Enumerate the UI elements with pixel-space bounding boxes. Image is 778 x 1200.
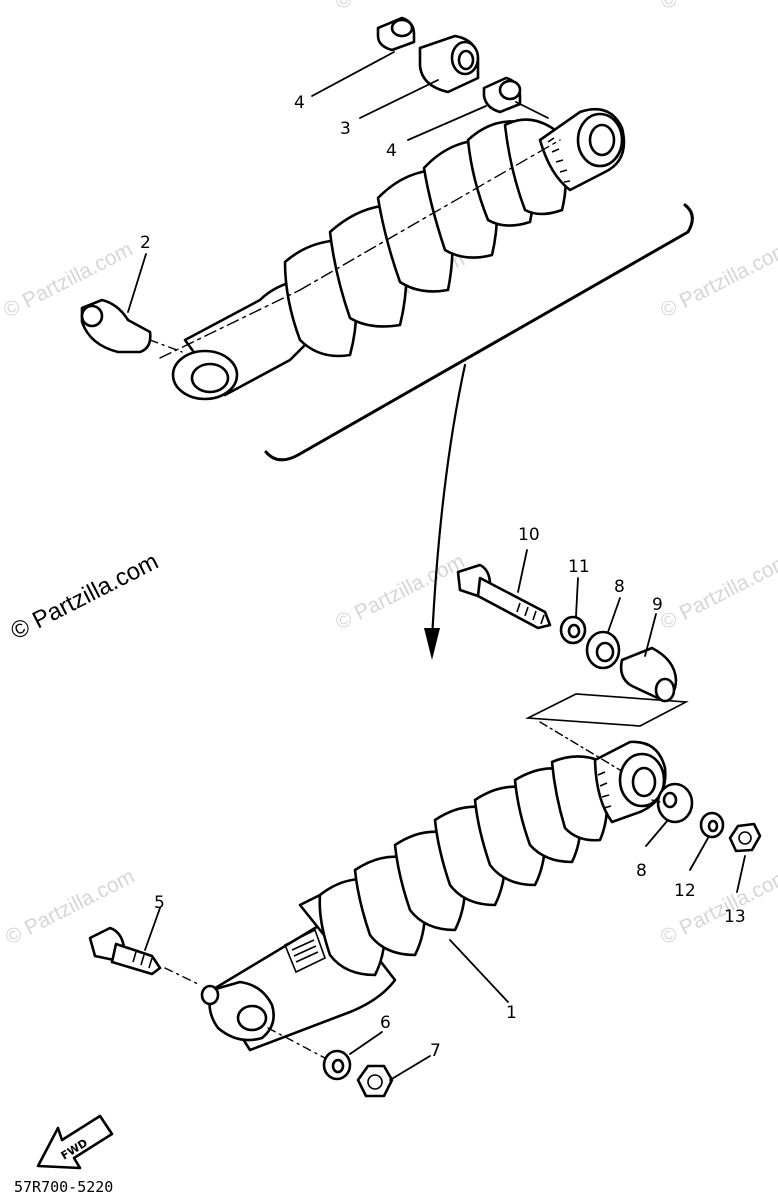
callout-5: 5 [154, 893, 165, 913]
watermark-main: © Partzilla.com [6, 548, 162, 645]
watermark: © Partzilla.com [657, 0, 778, 14]
upper-spring [283, 118, 567, 358]
callout-11: 11 [568, 557, 590, 577]
callout-2: 2 [140, 233, 151, 253]
watermark: © Partzilla.com [332, 0, 469, 14]
callout-1: 1 [506, 1003, 517, 1023]
lower-small-parts [88, 563, 762, 1098]
upper-small-parts [80, 16, 522, 354]
reference-parallelogram [525, 693, 689, 727]
callouts: 4 3 4 2 10 11 8 9 8 12 13 5 1 6 7 [140, 93, 746, 1061]
diagram-code: 57R700-5220 [14, 1178, 113, 1196]
assembly-arrow [424, 363, 467, 660]
callout-8: 8 [636, 861, 647, 881]
callout-6: 6 [380, 1013, 391, 1033]
callout-13: 13 [724, 907, 746, 927]
callout-8: 8 [614, 577, 625, 597]
callout-4: 4 [294, 93, 305, 113]
watermark: © Partzilla.com [657, 865, 778, 950]
watermark: © Partzilla.com [657, 550, 778, 635]
assembly-bracket [264, 203, 694, 462]
callout-4: 4 [386, 141, 397, 161]
callout-12: 12 [674, 881, 696, 901]
lower-shock-assembly [200, 740, 667, 1052]
callout-3: 3 [340, 119, 351, 139]
leader-lines [127, 51, 746, 1081]
watermark: © Partzilla.com [332, 550, 469, 635]
lower-spring [318, 755, 609, 977]
fwd-arrow: FWD [36, 1114, 114, 1170]
upper-shock-assembly [159, 107, 626, 401]
callout-9: 9 [652, 595, 663, 615]
callout-10: 10 [518, 525, 540, 545]
watermark: © Partzilla.com [657, 238, 778, 323]
callout-7: 7 [430, 1041, 441, 1061]
